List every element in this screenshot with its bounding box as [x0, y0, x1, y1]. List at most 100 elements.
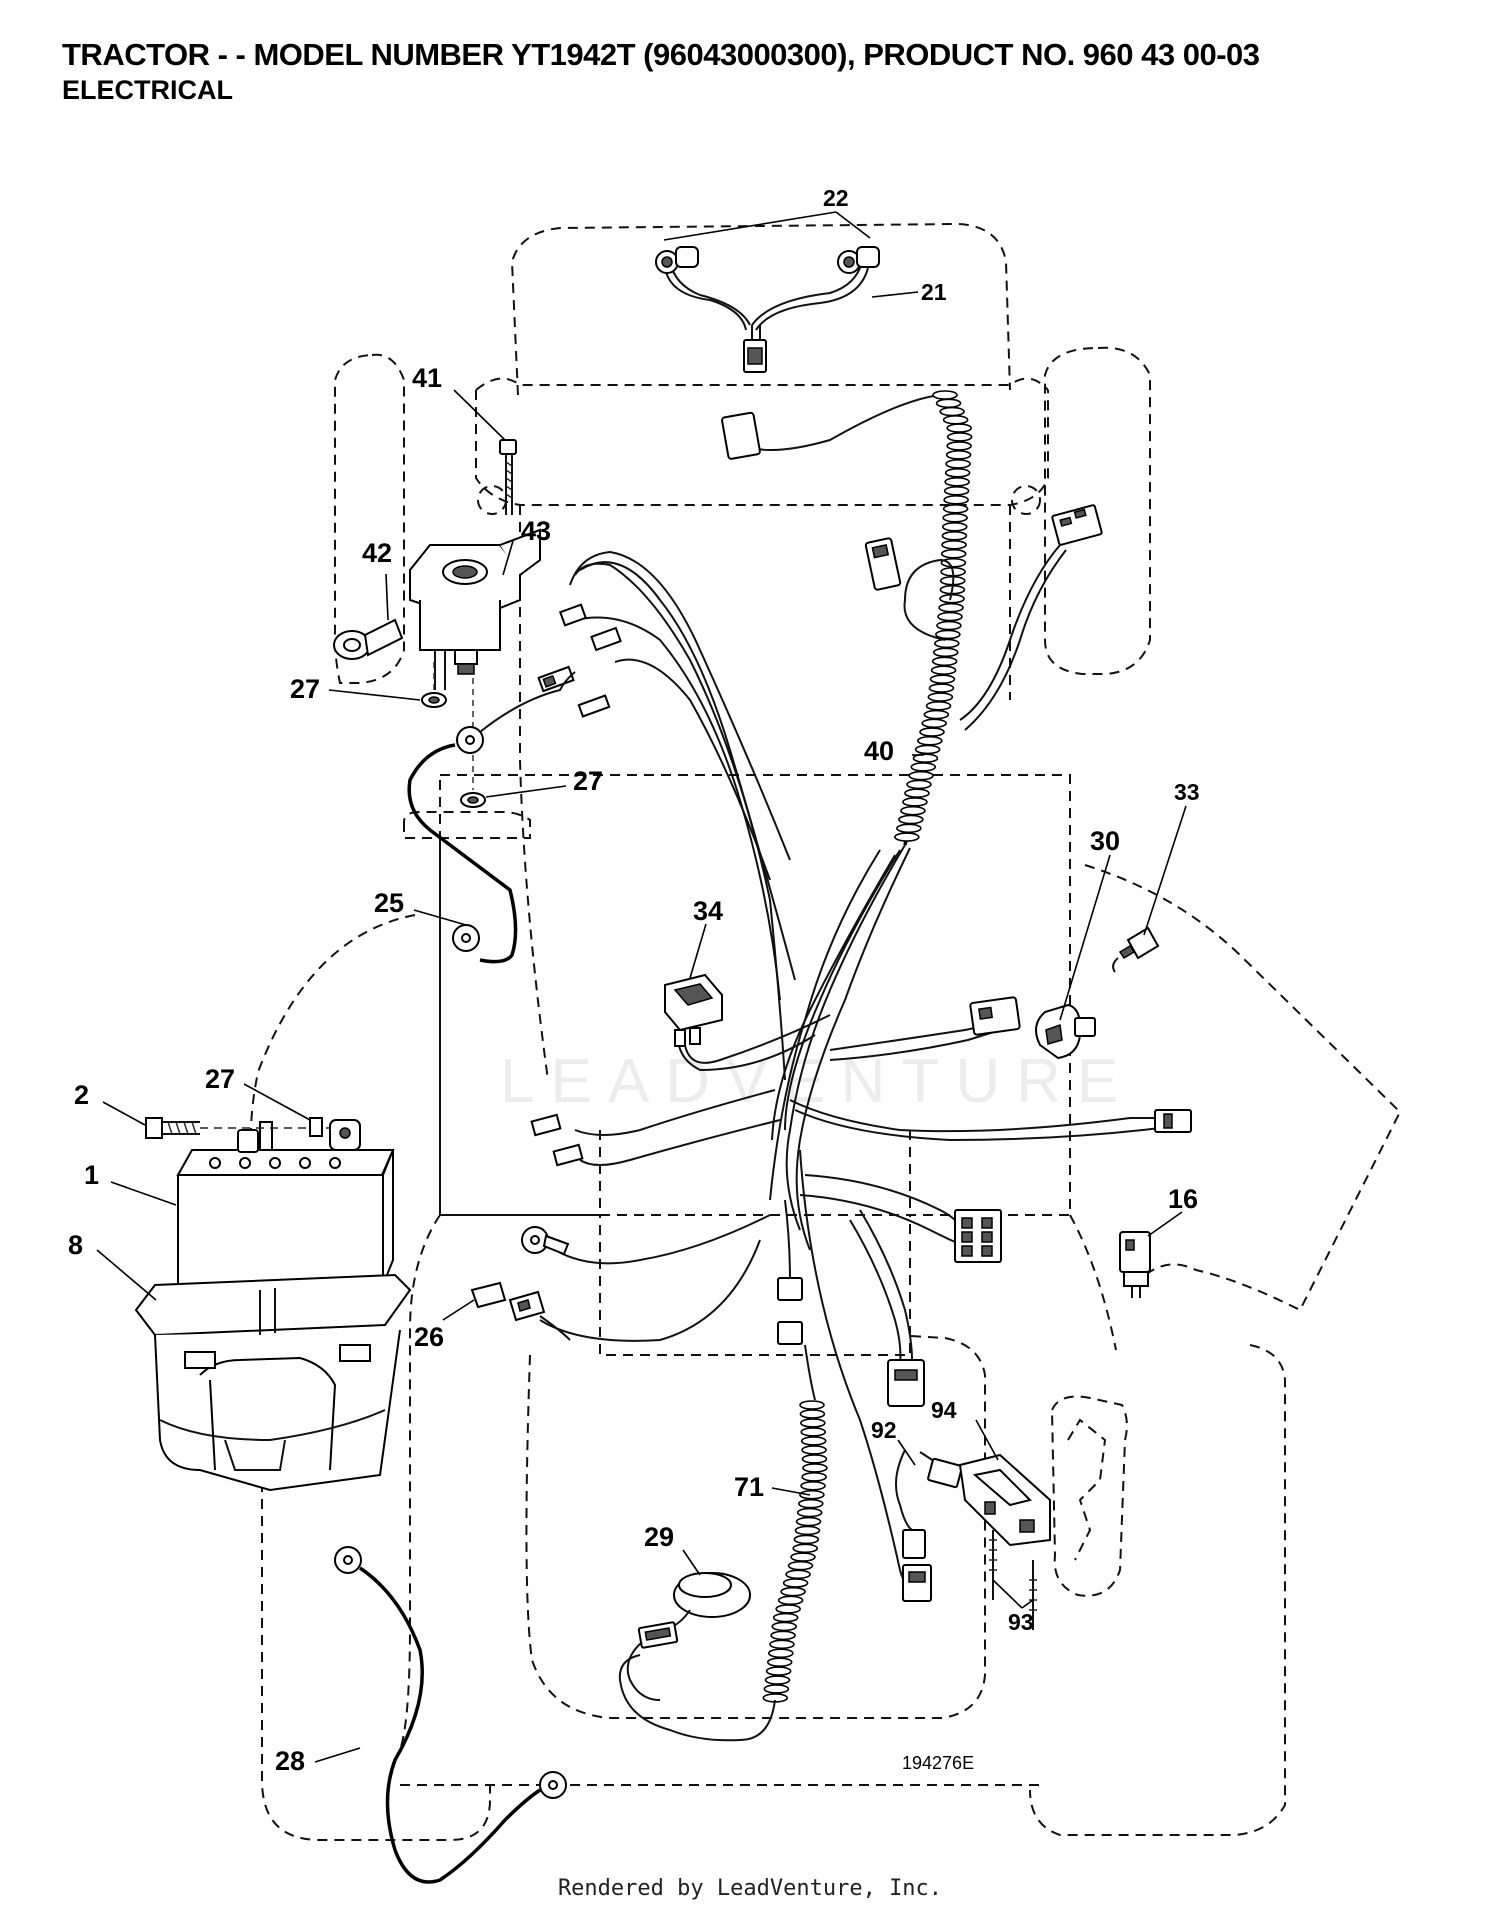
watermark: LEADVENTURE: [500, 1047, 1134, 1116]
callout-94: 94: [931, 1397, 957, 1423]
tube-coil: [780, 1586, 806, 1597]
tube-coil: [799, 1409, 826, 1419]
callout-leaders: [96, 211, 1187, 1763]
callout-16: 16: [1168, 1184, 1198, 1214]
tube-coil: [946, 441, 972, 451]
tube-coil: [921, 718, 947, 729]
callout-labels: 22 21 41 43 42 27 27 40 33 30 25 34 2 27…: [68, 185, 1200, 1776]
tube-coil: [931, 656, 958, 667]
tube-coil: [941, 539, 967, 550]
page-subtitle: ELECTRICAL: [62, 75, 233, 105]
callout-28: 28: [275, 1746, 305, 1776]
tube-coil: [940, 548, 967, 559]
tube-coil: [938, 602, 964, 613]
callout-43: 43: [521, 516, 551, 546]
tube-coil: [904, 788, 930, 798]
tube-coil: [782, 1578, 809, 1588]
headlight-bulb-right: [837, 246, 880, 274]
tube-coil: [928, 683, 955, 693]
callout-27-upper: 27: [290, 674, 320, 704]
tube-coil: [765, 1666, 792, 1676]
tube-coil: [772, 1612, 799, 1623]
tube-coil: [799, 1400, 825, 1410]
tube-coil: [942, 512, 968, 523]
tube-coil: [906, 779, 932, 790]
tube-coil: [927, 692, 954, 702]
tube-coil: [795, 1516, 822, 1527]
tube-coil: [946, 432, 973, 442]
battery-bolt: [145, 1117, 330, 1139]
tube-coil: [933, 638, 960, 649]
page-title: TRACTOR - - MODEL NUMBER YT1942T (960430…: [62, 37, 1260, 72]
connector-92: [895, 1449, 963, 1602]
seat-button: [626, 1572, 751, 1701]
tube-coil: [770, 1630, 796, 1641]
diagram-header: TRACTOR - - MODEL NUMBER YT1942T (960430…: [62, 36, 1482, 106]
callout-41: 41: [412, 363, 442, 393]
tube-coil: [799, 1489, 825, 1500]
callout-27-lower: 27: [573, 766, 603, 796]
callout-25: 25: [374, 888, 404, 918]
footer-credit: Rendered by LeadVenture, Inc.: [557, 1876, 943, 1901]
tube-coil: [930, 665, 957, 676]
tube-coil: [936, 620, 962, 631]
headlight-bulb-left: [655, 246, 699, 274]
tube-coil: [925, 701, 952, 711]
tube-coil: [941, 521, 968, 532]
callout-34: 34: [693, 896, 723, 926]
tube-coil: [908, 770, 934, 781]
tube-coil: [902, 797, 928, 807]
tube-coil: [942, 503, 969, 514]
tube-coil: [939, 406, 965, 417]
tube-coil: [896, 823, 922, 834]
tube-coil: [793, 1534, 820, 1545]
tube-coil: [801, 1454, 828, 1464]
callout-40: 40: [864, 736, 894, 766]
tube-coil: [937, 611, 963, 622]
tube-coil: [797, 1498, 824, 1509]
tube-coil: [923, 709, 950, 720]
tube-coil: [785, 1569, 811, 1580]
callout-27-battery: 27: [205, 1064, 235, 1094]
tube-coil: [801, 1472, 827, 1482]
callout-33: 33: [1174, 779, 1200, 805]
tube-coil: [910, 762, 937, 772]
solenoid-assembly: [333, 439, 576, 964]
tube-coil: [940, 557, 967, 568]
battery-tray: [134, 1273, 412, 1492]
tube-coil: [800, 1427, 827, 1437]
tube-coil: [945, 450, 972, 460]
ground-cable: [334, 1546, 567, 1884]
tube-coil: [942, 415, 969, 425]
tube-coil: [800, 1436, 827, 1446]
tube-coil: [768, 1648, 794, 1659]
tube-coil: [917, 735, 943, 746]
fuse-holder: [1112, 926, 1160, 973]
tube-coil: [800, 1481, 826, 1491]
battery: [176, 1119, 395, 1286]
callout-1: 1: [84, 1160, 99, 1190]
tube-coil: [771, 1621, 797, 1632]
callout-71: 71: [734, 1472, 764, 1502]
relay: [1119, 1231, 1151, 1298]
callout-8: 8: [68, 1230, 83, 1260]
callout-2: 2: [74, 1080, 89, 1110]
tube-coil: [932, 647, 959, 658]
tube-coil: [800, 1418, 826, 1428]
tractor-outline: [249, 222, 1402, 1841]
tube-coil: [763, 1684, 790, 1694]
tube-coil: [929, 674, 956, 684]
tube-coil: [919, 727, 945, 737]
seat-switch: [958, 1453, 1051, 1630]
callout-22: 22: [823, 185, 849, 211]
callout-21: 21: [921, 279, 947, 305]
tube-coil: [777, 1595, 804, 1606]
tube-coil: [898, 814, 924, 825]
tube-coil: [943, 486, 970, 496]
tube-coil: [775, 1604, 801, 1614]
tube-coil: [764, 1675, 791, 1685]
tube-coil: [900, 805, 926, 816]
tube-coil: [766, 1657, 793, 1667]
drawing-number: 194276E: [902, 1753, 974, 1773]
